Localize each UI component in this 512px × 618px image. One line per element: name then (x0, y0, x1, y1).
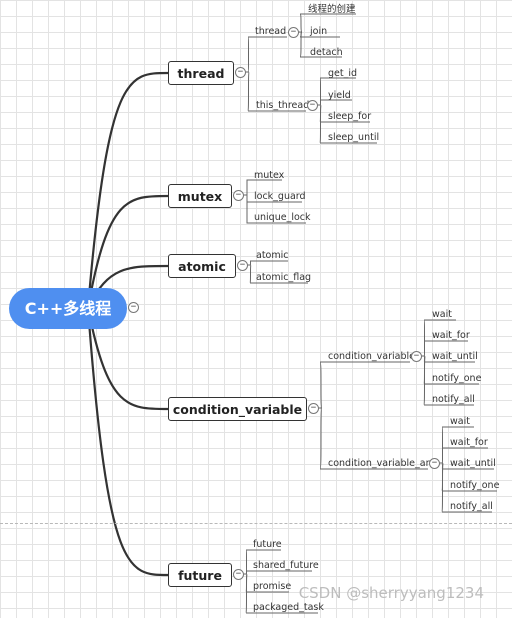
root-node[interactable]: C++多线程 (9, 288, 127, 329)
leaf-packaged-task[interactable]: packaged_task (253, 602, 324, 613)
leaf-cva-notify-all[interactable]: notify_all (450, 501, 493, 512)
leaf-cv-notify-one[interactable]: notify_one (432, 373, 482, 384)
connector-thread-sub-2 (298, 31, 342, 58)
root-collapse-toggle[interactable]: − (128, 302, 139, 313)
subgroup-condition-variable-any-collapse-toggle[interactable]: − (429, 458, 440, 469)
branch-atomic[interactable]: atomic (168, 254, 236, 278)
subgroup-condition-variable-any[interactable]: condition_variable_any (328, 458, 438, 469)
branch-mutex-collapse-toggle[interactable]: − (233, 190, 244, 201)
subgroup-this-thread[interactable]: this_thread (256, 100, 310, 111)
connector-cv-sub-4 (421, 355, 474, 406)
branch-thread[interactable]: thread (168, 61, 234, 85)
connector-cv-1 (318, 407, 428, 470)
connector-thread-1 (245, 71, 306, 112)
leaf-get-id[interactable]: get_id (328, 68, 358, 79)
watermark-text: CSDN @sherryyang1234 (298, 584, 484, 602)
leaf-lock-guard[interactable]: lock_guard (254, 191, 306, 202)
branch-future-collapse-toggle[interactable]: − (233, 569, 244, 580)
subgroup-condition-variable-collapse-toggle[interactable]: − (411, 351, 422, 362)
leaf-cva-wait[interactable]: wait (450, 416, 470, 427)
leaf-sleep-for[interactable]: sleep_for (328, 111, 372, 122)
leaf-atomic-flag[interactable]: atomic_flag (256, 272, 312, 283)
connector-atomic-1 (247, 264, 308, 284)
leaf-shared-future[interactable]: shared_future (253, 560, 319, 571)
connector-this-thread-3 (317, 104, 377, 144)
leaf-sleep-until[interactable]: sleep_until (328, 132, 380, 143)
leaf-future[interactable]: future (253, 539, 282, 550)
leaf-cva-wait-until[interactable]: wait_until (450, 458, 496, 469)
connector-cv-0 (318, 361, 410, 409)
connector-root-mutex (86, 194, 169, 309)
leaf-cv-wait[interactable]: wait (432, 309, 452, 320)
leaf-detach[interactable]: detach (310, 47, 343, 58)
leaf-cva-wait-for[interactable]: wait_for (450, 437, 488, 448)
connector-thread-0 (245, 36, 287, 73)
connector-future-3 (243, 573, 318, 614)
leaf-cv-wait-for[interactable]: wait_for (432, 330, 470, 341)
connector-root-condition-variable (86, 307, 169, 411)
branch-atomic-collapse-toggle[interactable]: − (237, 260, 248, 271)
leaf-atomic[interactable]: atomic (256, 250, 289, 261)
leaf-unique-lock[interactable]: unique_lock (254, 212, 311, 223)
leaf-join[interactable]: join (310, 26, 328, 37)
branch-thread-collapse-toggle[interactable]: − (235, 67, 246, 78)
connector-cva-sub-4 (439, 462, 492, 513)
connector-mutex-2 (243, 194, 306, 224)
leaf-yield[interactable]: yield (328, 90, 351, 101)
subgroup-thread[interactable]: thread (255, 26, 287, 37)
branch-mutex[interactable]: mutex (168, 184, 232, 208)
leaf-mutex[interactable]: mutex (254, 170, 285, 181)
subgroup-this-thread-collapse-toggle[interactable]: − (307, 100, 318, 111)
connector-root-future (86, 307, 169, 577)
leaf-cv-wait-until[interactable]: wait_until (432, 351, 478, 362)
page-divider (0, 523, 512, 524)
leaf-cva-notify-one[interactable]: notify_one (450, 480, 500, 491)
leaf-thread-create[interactable]: 线程的创建 (308, 4, 356, 15)
leaf-promise[interactable]: promise (253, 581, 292, 592)
subgroup-thread-collapse-toggle[interactable]: − (288, 27, 299, 38)
branch-condition-variable-collapse-toggle[interactable]: − (308, 403, 319, 414)
branch-future[interactable]: future (168, 563, 232, 587)
connector-root-thread (86, 71, 169, 309)
leaf-cv-notify-all[interactable]: notify_all (432, 394, 475, 405)
subgroup-condition-variable[interactable]: condition_variable (328, 351, 415, 362)
branch-condition-variable[interactable]: condition_variable (168, 397, 307, 421)
